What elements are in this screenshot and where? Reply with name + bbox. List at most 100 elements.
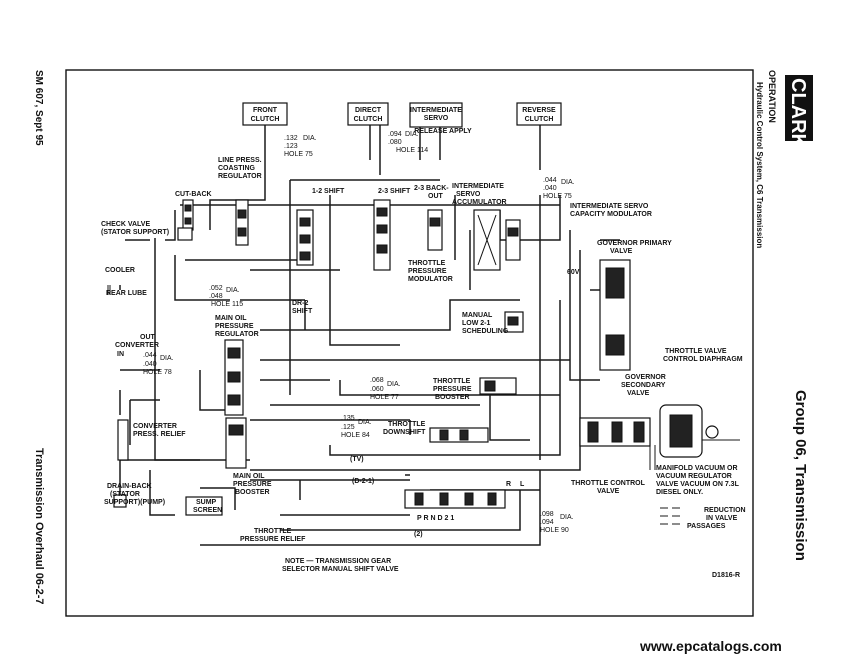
svg-text:DIA.: DIA. — [226, 287, 240, 294]
svg-text:HOLE 115: HOLE 115 — [211, 301, 243, 308]
svg-text:.044: .044 — [143, 352, 157, 359]
direct-clutch: DIRECT CLUTCH — [347, 102, 389, 126]
front-clutch: FRONT CLUTCH — [242, 102, 288, 126]
svg-text:MAIN OIL: MAIN OIL — [215, 315, 247, 322]
brand-text: CLARK — [787, 78, 809, 149]
svg-text:HOLE 77: HOLE 77 — [370, 394, 399, 401]
svg-text:LOW 2-1: LOW 2-1 — [462, 320, 490, 327]
cooler-symbol — [107, 285, 111, 295]
svg-text:SELECTOR MANUAL SHIFT VALVE: SELECTOR MANUAL SHIFT VALVE — [282, 566, 399, 573]
svg-text:DOWNSHIFT: DOWNSHIFT — [383, 429, 426, 436]
servo-accumulator — [473, 209, 501, 271]
website-url[interactable]: www.epcatalogs.com — [640, 638, 782, 654]
svg-text:DRAIN-BACK: DRAIN-BACK — [107, 483, 152, 490]
svg-text:.060: .060 — [370, 386, 384, 393]
main-oil-pressure-regulator-valve — [224, 339, 244, 416]
svg-text:.048: .048 — [209, 293, 223, 300]
svg-text:2-3 BACK-: 2-3 BACK- — [414, 185, 449, 192]
svg-text:VALVE: VALVE — [597, 488, 620, 495]
svg-text:MANIFOLD VACUUM OR: MANIFOLD VACUUM OR — [656, 465, 738, 472]
svg-text:.094: .094 — [540, 519, 554, 526]
svg-text:BOOSTER: BOOSTER — [235, 489, 270, 496]
svg-text:VALVE: VALVE — [627, 390, 650, 397]
svg-text:REGULATOR: REGULATOR — [218, 173, 262, 180]
svg-text:R: R — [506, 481, 511, 488]
svg-text:COOLER: COOLER — [105, 267, 135, 274]
svg-text:DIA.: DIA. — [561, 179, 575, 186]
diagram-frame — [65, 69, 754, 617]
svg-text:RELEASE APPLY: RELEASE APPLY — [414, 128, 472, 135]
svg-text:SERVO: SERVO — [456, 191, 481, 198]
svg-text:.040: .040 — [543, 185, 557, 192]
svg-text:THROTTLE: THROTTLE — [254, 528, 292, 535]
manual-low-valve — [504, 311, 524, 333]
svg-text:INTERMEDIATE: INTERMEDIATE — [452, 183, 504, 190]
svg-text:DR-2: DR-2 — [292, 300, 308, 307]
svg-text:(TV): (TV) — [350, 456, 364, 463]
svg-text:HOLE 75: HOLE 75 — [543, 193, 572, 200]
svg-text:MANUAL: MANUAL — [462, 312, 493, 319]
svg-text:D1816-R: D1816-R — [712, 572, 740, 579]
svg-text:DIESEL ONLY.: DIESEL ONLY. — [656, 489, 703, 496]
svg-text:COASTING: COASTING — [218, 165, 256, 172]
svg-text:(STATOR: (STATOR — [110, 491, 140, 498]
svg-text:.044: .044 — [543, 177, 557, 184]
svg-text:L: L — [520, 481, 525, 488]
svg-text:IN VALVE: IN VALVE — [706, 515, 738, 522]
svg-text:PRESSURE RELIEF: PRESSURE RELIEF — [240, 536, 306, 543]
throttle-diaphragm — [659, 404, 719, 458]
svg-text:CLUTCH: CLUTCH — [354, 116, 383, 123]
svg-text:VALVE: VALVE — [610, 248, 633, 255]
oil-passages — [119, 125, 740, 546]
svg-text:HOLE 78: HOLE 78 — [143, 369, 172, 376]
governor-primary-valve — [599, 259, 631, 371]
svg-text:PRESSURE: PRESSURE — [215, 323, 254, 330]
svg-text:DIA.: DIA. — [358, 419, 372, 426]
svg-text:THROTTLE VALVE: THROTTLE VALVE — [665, 348, 727, 355]
svg-text:CLUTCH: CLUTCH — [525, 116, 554, 123]
svg-text:THROTTLE: THROTTLE — [433, 378, 471, 385]
svg-text:(STATOR SUPPORT): (STATOR SUPPORT) — [101, 229, 169, 236]
svg-text:INTERMEDIATE SERVO: INTERMEDIATE SERVO — [570, 203, 649, 210]
svg-text:.068: .068 — [370, 377, 384, 384]
svg-text:.132: .132 — [284, 135, 298, 142]
svg-text:SHIFT: SHIFT — [292, 308, 313, 315]
group-title: Group 06, Transmission — [792, 390, 809, 561]
svg-text:DIA.: DIA. — [387, 381, 401, 388]
svg-text:REAR LUBE: REAR LUBE — [106, 290, 147, 297]
svg-text:MAIN OIL: MAIN OIL — [233, 473, 265, 480]
svg-text:(2): (2) — [414, 531, 423, 538]
svg-text:CONVERTER: CONVERTER — [133, 423, 177, 430]
svg-text:ACCUMULATOR: ACCUMULATOR — [452, 199, 507, 206]
shift-12-valve — [296, 209, 314, 266]
svg-text:PRESSURE: PRESSURE — [408, 268, 447, 275]
svg-text:THROTTLE CONTROL: THROTTLE CONTROL — [571, 480, 646, 487]
svg-text:HOLE 84: HOLE 84 — [341, 432, 370, 439]
svg-text:CHECK VALVE: CHECK VALVE — [101, 221, 150, 228]
svg-text:FRONT: FRONT — [253, 107, 278, 114]
manual-ref: SM 607, Sept 95 — [33, 70, 44, 146]
svg-text:BOOSTER: BOOSTER — [435, 394, 470, 401]
svg-text:LINE PRESS.: LINE PRESS. — [218, 157, 262, 164]
throttle-pressure-booster-valve — [479, 377, 517, 395]
svg-text:CONVERTER: CONVERTER — [115, 342, 159, 349]
page-ref: Transmission Overhaul 06-2-7 — [33, 448, 45, 605]
svg-text:HOLE 75: HOLE 75 — [284, 151, 313, 158]
svg-text:SCREEN: SCREEN — [193, 507, 222, 514]
svg-text:PRESSURE: PRESSURE — [433, 386, 472, 393]
svg-text:INTERMEDIATE: INTERMEDIATE — [410, 107, 462, 114]
svg-text:HOLE 114: HOLE 114 — [396, 147, 428, 154]
drain-back-valve — [113, 494, 127, 508]
svg-text:.135: .135 — [341, 415, 355, 422]
svg-text:CONTROL DIAPHRAGM: CONTROL DIAPHRAGM — [663, 356, 743, 363]
svg-text:DIA.: DIA. — [303, 135, 317, 142]
svg-text:PRESS. RELIEF: PRESS. RELIEF — [133, 431, 186, 438]
svg-text:DIA.: DIA. — [160, 355, 174, 362]
svg-text:GOVERNOR PRIMARY: GOVERNOR PRIMARY — [597, 240, 672, 247]
check-valve-symbol — [177, 227, 193, 241]
svg-text:2-3 SHIFT: 2-3 SHIFT — [378, 188, 411, 195]
svg-text:REGULATOR: REGULATOR — [215, 331, 259, 338]
svg-text:SCHEDULING: SCHEDULING — [462, 328, 509, 335]
operation-label: OPERATION — [767, 70, 777, 123]
line-pressure-coasting-regulator-valve — [235, 199, 249, 246]
